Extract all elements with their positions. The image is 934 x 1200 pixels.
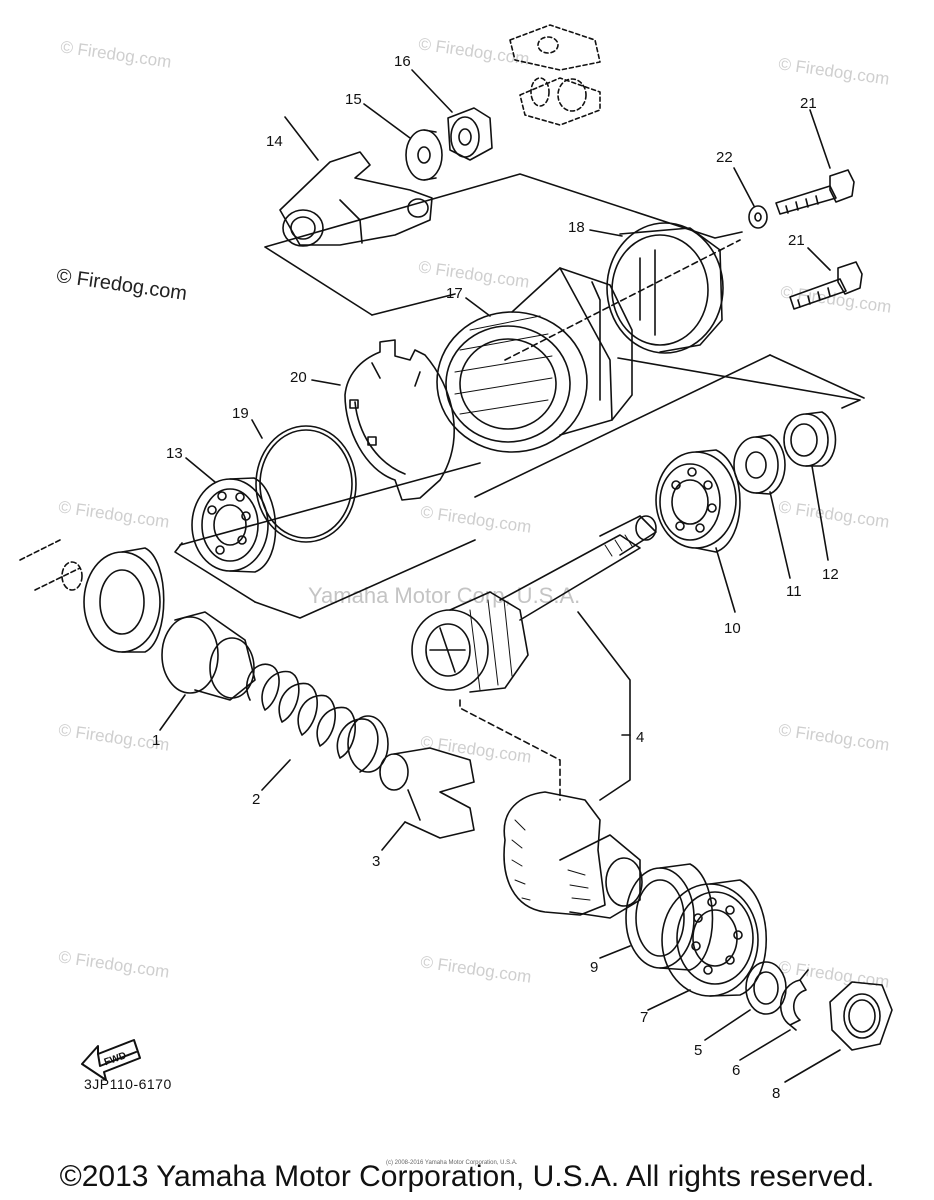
callout-13: 13 [166, 445, 183, 462]
callout-12: 12 [822, 566, 839, 583]
callout-7: 7 [640, 1009, 648, 1026]
fwd-arrow-icon [81, 1039, 141, 1081]
leader-line [261, 759, 291, 791]
leader-line [381, 821, 406, 851]
drive-shaft-ref [19, 539, 83, 591]
callout-10: 10 [724, 620, 741, 637]
leader-line [599, 945, 631, 959]
assembly-line [459, 699, 561, 801]
callout-21-lower: 21 [788, 232, 805, 249]
leader-line [739, 1029, 791, 1061]
ring-part-18 [606, 222, 724, 354]
part-code: 3JP110-6170 [84, 1076, 172, 1092]
spring-part-2 [245, 663, 389, 773]
housing-frame-outline [179, 354, 771, 619]
collar-part-1 [161, 611, 256, 701]
leader-line [807, 247, 831, 271]
leader-line [715, 547, 736, 613]
leader-line [311, 379, 341, 386]
leader-line [809, 109, 831, 169]
callout-17: 17 [446, 285, 463, 302]
leader-line [704, 1009, 751, 1041]
callout-2: 2 [252, 791, 260, 808]
assembly-line [577, 611, 631, 801]
callout-3: 3 [372, 853, 380, 870]
upper-frame-outline [264, 173, 743, 316]
circlip-part-6 [779, 969, 809, 1031]
leader-line [811, 465, 829, 561]
leader-line [284, 116, 319, 161]
callout-14: 14 [266, 133, 283, 150]
bearing-part-13 [191, 477, 277, 573]
leader-line [784, 1049, 841, 1083]
callout-8: 8 [772, 1085, 780, 1102]
nut-part-16 [447, 107, 493, 161]
callout-22: 22 [716, 149, 733, 166]
leader-line [733, 167, 755, 207]
bolt-part-21-upper [775, 169, 855, 215]
lock-plate-part-20 [344, 339, 455, 501]
seal-part-12 [783, 411, 837, 467]
nut-part-8 [829, 981, 893, 1051]
housing-part-17 [436, 267, 633, 453]
footer-copyright: ©2013 Yamaha Motor Corporation, U.S.A. A… [59, 1160, 875, 1193]
callout-1: 1 [152, 732, 160, 749]
callout-15: 15 [345, 91, 362, 108]
leader-line [251, 419, 263, 439]
leader-line [589, 229, 623, 237]
callout-6: 6 [732, 1062, 740, 1079]
leader-line [769, 491, 791, 579]
o-ring-part-19 [255, 425, 357, 543]
leader-line [465, 297, 491, 317]
callout-11: 11 [786, 583, 802, 600]
yoke-part-14 [279, 151, 433, 247]
callout-9: 9 [590, 959, 598, 976]
leader-line [363, 103, 411, 139]
washer-part-15 [405, 129, 443, 181]
leader-line [411, 69, 453, 113]
callout-20: 20 [290, 369, 307, 386]
washer-part-22 [748, 205, 768, 229]
assembly-line [504, 239, 741, 361]
bearing-part-7 [661, 879, 767, 997]
leader-line [647, 989, 691, 1011]
bearing-part-10 [655, 449, 741, 553]
callout-16: 16 [394, 53, 411, 70]
callout-19: 19 [232, 405, 249, 422]
ring-gear-assembly [503, 791, 643, 919]
washer-part-11 [733, 434, 786, 495]
middle-frame-outline [174, 293, 865, 603]
seal [83, 547, 165, 653]
callout-4: 4 [636, 729, 644, 746]
universal-joint-ref [509, 24, 601, 126]
pinion-gear-part-4 [411, 515, 657, 693]
bolt-part-21-lower [789, 261, 863, 310]
leader-line [185, 457, 216, 483]
callout-18: 18 [568, 219, 585, 236]
center-watermark: Yamaha Motor Corp, U.S.A. [308, 583, 581, 608]
leader-line [159, 694, 186, 731]
tiny-copyright: (c) 2008-2016 Yamaha Motor Corporation, … [386, 1160, 518, 1166]
cam-part-3 [379, 747, 475, 839]
callout-5: 5 [694, 1042, 702, 1059]
callout-21-upper: 21 [800, 95, 817, 112]
